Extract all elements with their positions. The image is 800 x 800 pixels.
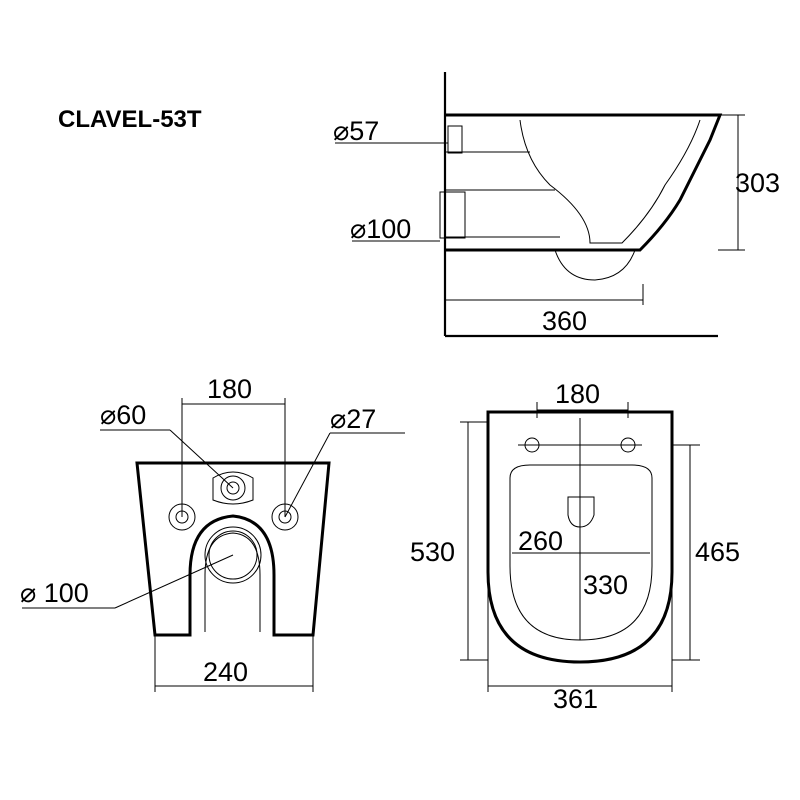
dim-rear-spacing-180: 180 (207, 374, 252, 404)
dim-base-240: 240 (203, 657, 248, 687)
trap-curve (554, 249, 636, 281)
leader-100-d (114, 554, 234, 609)
mount-hole-left (524, 437, 540, 453)
top-hole-housing (212, 471, 254, 505)
leader-27-d (284, 432, 331, 518)
dim-hole-60: ⌀60 (100, 400, 146, 430)
product-title: CLAVEL-53T (58, 106, 202, 133)
dim-inner-length-330: 330 (583, 570, 628, 600)
dim-outlet-100: ⌀ 100 (20, 578, 89, 608)
top-bowl-inner (509, 464, 653, 641)
top-body-outline (486, 410, 674, 664)
dim-bowl-length-465: 465 (695, 537, 740, 567)
mount-hole-right (620, 437, 636, 453)
side-view: ⌀57 ⌀100 303 360 (333, 72, 780, 338)
rear-view: 180 ⌀60 ⌀27 ⌀ 100 240 (20, 374, 405, 692)
rear-arch-inner (204, 532, 261, 632)
dim-height-303: 303 (735, 168, 780, 198)
inlet-flange (447, 125, 463, 154)
dim-width-361: 361 (553, 684, 598, 714)
outlet-inner (208, 530, 258, 580)
bowl-side-outline (445, 113, 723, 252)
dim-pipe-100: ⌀100 (350, 214, 411, 244)
dim-inner-width-260: 260 (518, 526, 563, 556)
dim-length-530: 530 (410, 537, 455, 567)
bowl-inner-cavity (519, 119, 701, 244)
dim-top-spacing-180: 180 (555, 379, 600, 409)
top-view: 180 260 330 530 465 361 (410, 379, 740, 714)
dim-pipe-57: ⌀57 (333, 116, 379, 146)
leader-60-d (169, 429, 234, 489)
hole-60-outer (220, 475, 246, 501)
outlet-outer (204, 526, 262, 584)
rear-body-outline (135, 461, 331, 637)
outlet-flange (439, 191, 466, 239)
dim-depth-360: 360 (542, 306, 587, 336)
flush-outlet (567, 496, 595, 528)
hole-60-inner (226, 481, 240, 495)
dim-hole-27: ⌀27 (330, 404, 376, 434)
